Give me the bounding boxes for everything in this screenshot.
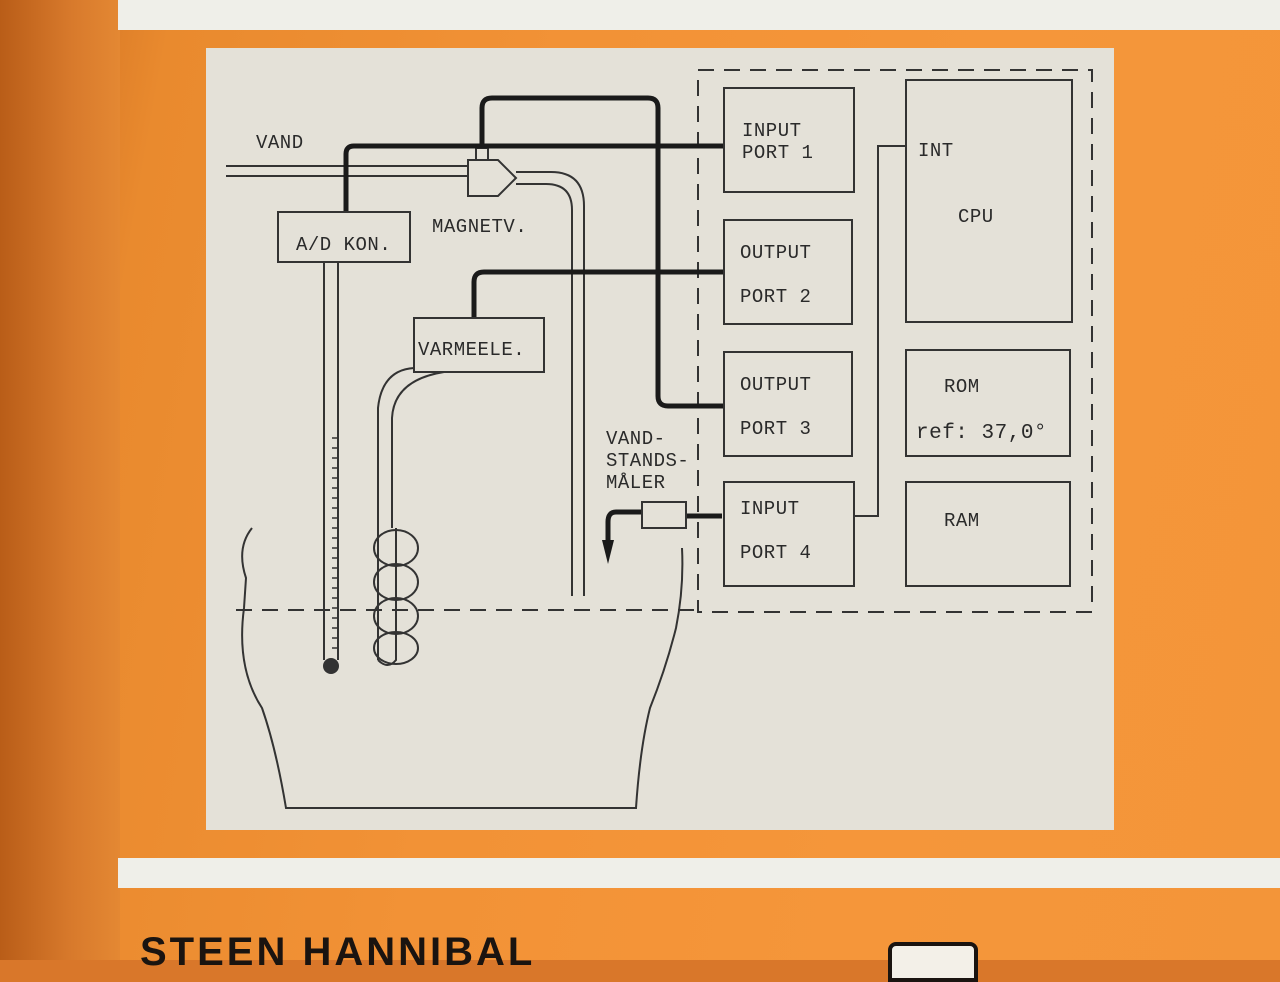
output-port-3-box xyxy=(723,351,853,457)
ram-box xyxy=(905,481,1071,587)
control-system-diagram: A/D KON. VARMEELE. xyxy=(226,69,1093,809)
cpu-label: CPU xyxy=(958,206,994,228)
author-name: STEEN HANNIBAL xyxy=(140,930,536,974)
level-meter-label-line2: STANDS- xyxy=(606,450,689,472)
level-probe-tip xyxy=(602,540,614,564)
level-meter-label-line1: VAND- xyxy=(606,428,666,450)
wire-port3-to-valve xyxy=(479,95,724,409)
top-white-band xyxy=(118,0,1280,30)
input-port-1-label-a: INPUT xyxy=(742,120,802,142)
heater-tube-outer xyxy=(377,367,415,660)
computer-boundary xyxy=(697,69,1093,613)
magnetic-valve-actuator xyxy=(475,147,489,161)
magnetic-valve-label: MAGNETV. xyxy=(432,216,527,238)
level-meter-label-line3: MÅLER xyxy=(606,472,666,494)
cpu-box xyxy=(905,79,1073,323)
interrupt-line xyxy=(854,145,906,517)
heater-tube-return xyxy=(377,528,397,666)
ram-label: RAM xyxy=(944,510,980,532)
cpu-int-label: INT xyxy=(918,140,954,162)
output-port-2-label-b: PORT 2 xyxy=(740,286,811,308)
heating-element-label: VARMEELE. xyxy=(418,339,525,361)
input-port-1-label-b: PORT 1 xyxy=(742,142,813,164)
output-port-3-label-b: PORT 3 xyxy=(740,418,811,440)
input-port-4-label-b: PORT 4 xyxy=(740,542,811,564)
rom-reference-value: ref: 37,0° xyxy=(916,422,1047,445)
cover-spine-fold xyxy=(0,0,120,960)
output-port-3-label-a: OUTPUT xyxy=(740,374,811,396)
input-port-4-box xyxy=(723,481,855,587)
bottom-white-band xyxy=(118,858,1280,888)
ad-converter-label: A/D KON. xyxy=(296,234,391,256)
outlet-pipe-inner xyxy=(516,183,573,596)
rom-box xyxy=(905,349,1071,457)
publisher-logo-icon xyxy=(888,942,978,982)
rom-label: ROM xyxy=(944,376,980,398)
heater-tube-inner xyxy=(391,371,445,528)
thermometer-stem xyxy=(323,262,339,660)
water-inlet-label: VAND xyxy=(256,132,304,154)
water-level-sensor xyxy=(641,501,687,529)
outlet-pipe-outer xyxy=(516,171,585,596)
magnetic-valve xyxy=(467,159,518,197)
wire-level-probe xyxy=(605,509,642,540)
thermometer-bulb xyxy=(323,658,339,674)
input-port-1-box xyxy=(723,87,855,193)
output-port-2-box xyxy=(723,219,853,325)
thermometer-scale xyxy=(332,437,338,649)
heater-coil xyxy=(373,529,419,665)
input-port-4-label-a: INPUT xyxy=(740,498,800,520)
wire-port2-to-heater xyxy=(471,269,724,318)
diagram-panel: A/D KON. VARMEELE. xyxy=(206,48,1114,830)
heating-element-box xyxy=(413,317,545,373)
water-tank-outline xyxy=(241,527,684,809)
output-port-2-label-a: OUTPUT xyxy=(740,242,811,264)
wire-port1-to-ad xyxy=(343,143,724,212)
ad-converter-box xyxy=(277,211,411,263)
